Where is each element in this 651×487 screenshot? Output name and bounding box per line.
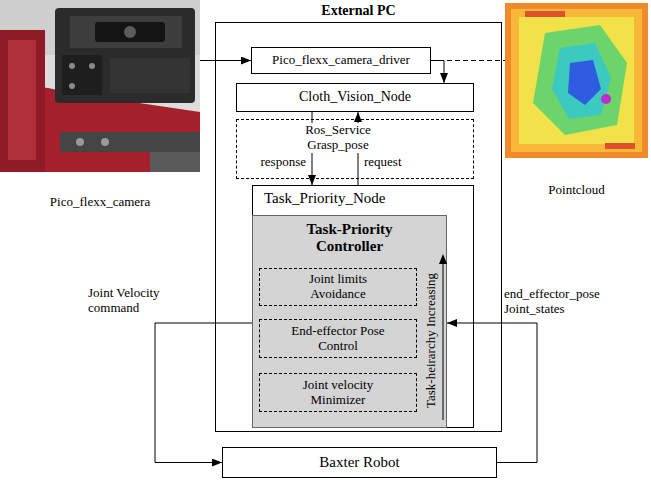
connector — [155, 323, 252, 463]
system-boundary: External PCPico_flexx_camera_driverCloth… — [215, 22, 502, 432]
connector — [431, 61, 444, 84]
node-label: Cloth_Vision_Node — [299, 89, 411, 105]
pointcloud-image — [505, 3, 648, 158]
boundary-heading: External PC — [216, 3, 501, 19]
camera-photo — [0, 0, 200, 172]
edge-label: end_effector_pose Joint_states — [504, 287, 624, 317]
edge-label: Joint Velocity command — [88, 286, 200, 316]
node-label: Joint limits Avoidance — [283, 272, 393, 302]
node-label: Pointcloud — [548, 183, 604, 198]
process-box: Cloth_Vision_Node — [236, 83, 474, 112]
photo-node: Pico_flexx_camera — [0, 0, 200, 212]
node-label: Pico_flexx_camera_driver — [272, 53, 410, 68]
node-label: Pico_flexx_camera — [50, 195, 150, 210]
connector — [447, 323, 537, 463]
task-box: Joint velocity Minimizer — [259, 373, 417, 412]
edge-label: request — [364, 155, 430, 170]
connector — [200, 60, 251, 61]
process-box: Pico_flexx_camera_driver — [251, 47, 431, 74]
controller-block: Task-Priority ControllerJoint limits Avo… — [252, 215, 447, 428]
node-label: Task-Priority Controller — [287, 221, 412, 256]
node-label: Ros_Service Grasp_pose — [291, 123, 385, 153]
node-box: Task_Priority_NodeTask-Priority Controll… — [252, 185, 474, 428]
service-band: Ros_Service Grasp_pose — [236, 119, 474, 179]
task-box: Joint limits Avoidance — [259, 268, 417, 306]
node-label: Joint velocity Minimizer — [283, 378, 393, 408]
process-box: Baxter Robot — [222, 447, 497, 478]
task-box: End-effector Pose Control — [259, 319, 417, 358]
image-node: Pointcloud — [505, 3, 648, 200]
node-label: Baxter Robot — [319, 454, 399, 471]
node-label: End-effector Pose Control — [283, 324, 393, 354]
node-label: Task_Priority_Node — [264, 190, 385, 207]
edge-label: response — [240, 155, 306, 170]
